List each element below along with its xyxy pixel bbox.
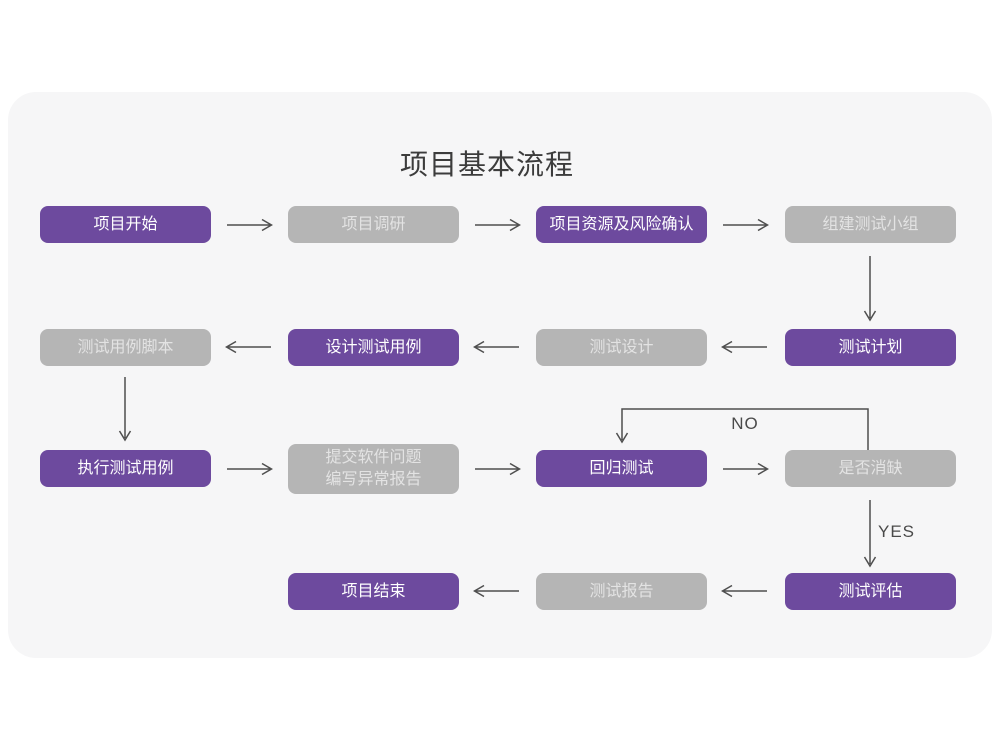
node-test-evaluation: 测试评估 (785, 573, 956, 610)
node-submit-issue-report: 提交软件问题 编写异常报告 (288, 444, 459, 494)
edge-label-yes: YES (878, 522, 916, 541)
flowchart-panel (8, 92, 992, 658)
edge-label-no: NO (731, 414, 759, 433)
node-design-test-case: 设计测试用例 (288, 329, 459, 366)
node-execute-test-case: 执行测试用例 (40, 450, 211, 487)
node-test-case-script: 测试用例脚本 (40, 329, 211, 366)
node-test-design: 测试设计 (536, 329, 707, 366)
node-submit-issue-report-line2: 编写异常报告 (325, 471, 422, 488)
node-project-research: 项目调研 (288, 206, 459, 243)
node-test-report: 测试报告 (536, 573, 707, 610)
node-build-test-team: 组建测试小组 (785, 206, 956, 243)
node-test-plan: 测试计划 (785, 329, 956, 366)
node-project-end: 项目结束 (288, 573, 459, 610)
node-submit-issue-report-line1: 提交软件问题 (325, 449, 422, 467)
node-defect-cleared: 是否消缺 (785, 450, 956, 487)
page-title: 项目基本流程 (399, 149, 575, 180)
node-regression-test: 回归测试 (536, 450, 707, 487)
node-project-start: 项目开始 (40, 206, 211, 243)
node-resource-risk-confirm: 项目资源及风险确认 (536, 206, 707, 243)
